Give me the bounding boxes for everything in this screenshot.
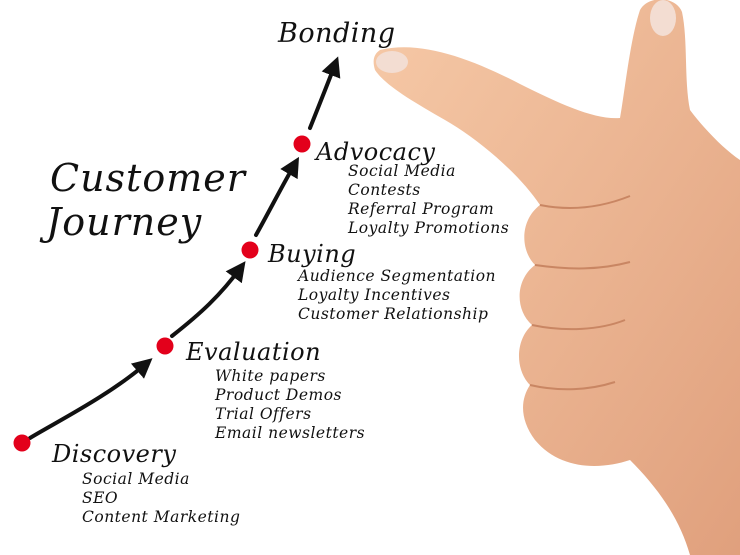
stage-items-advocacy: Social Media Contests Referral Program L… xyxy=(348,162,509,238)
arrow-discovery-evaluation xyxy=(28,358,153,440)
stage-dot-discovery xyxy=(13,434,31,452)
headline-line-2: Journey xyxy=(46,200,203,244)
list-item: Social Media xyxy=(82,470,190,488)
headline-line-1: Customer xyxy=(50,156,246,200)
list-item: Social Media xyxy=(348,162,456,180)
list-item: SEO xyxy=(82,489,119,507)
arrow-evaluation-buying xyxy=(170,261,246,338)
stage-dot-evaluation xyxy=(156,337,174,355)
arrow-advocacy-bonding xyxy=(308,56,341,130)
list-item: Customer Relationship xyxy=(298,305,489,323)
list-item: Trial Offers xyxy=(215,405,312,423)
list-item: Audience Segmentation xyxy=(298,267,497,285)
list-item: Contests xyxy=(348,181,421,199)
stage-title-buying: Buying xyxy=(268,240,357,268)
stage-items-discovery: Social Media SEO Content Marketing xyxy=(82,470,240,527)
list-item: Loyalty Incentives xyxy=(298,286,451,304)
bonding-label: Bonding xyxy=(278,18,396,49)
list-item: Loyalty Promotions xyxy=(348,219,510,237)
stage-dot-buying xyxy=(241,241,259,259)
list-item: Referral Program xyxy=(348,200,495,218)
arrow-buying-advocacy xyxy=(254,156,300,237)
list-item: Content Marketing xyxy=(82,508,241,526)
stage-title-evaluation: Evaluation xyxy=(186,338,322,366)
list-item: Email newsletters xyxy=(215,424,366,442)
stage-items-evaluation: White papers Product Demos Trial Offers … xyxy=(215,367,365,443)
pointing-hand-image xyxy=(373,0,740,555)
stage-title-discovery: Discovery xyxy=(52,440,177,468)
list-item: White papers xyxy=(215,367,326,385)
stage-dot-advocacy xyxy=(293,135,311,153)
stage-items-buying: Audience Segmentation Loyalty Incentives… xyxy=(298,267,496,324)
list-item: Product Demos xyxy=(215,386,342,404)
stage-title-advocacy: Advocacy xyxy=(316,138,436,166)
